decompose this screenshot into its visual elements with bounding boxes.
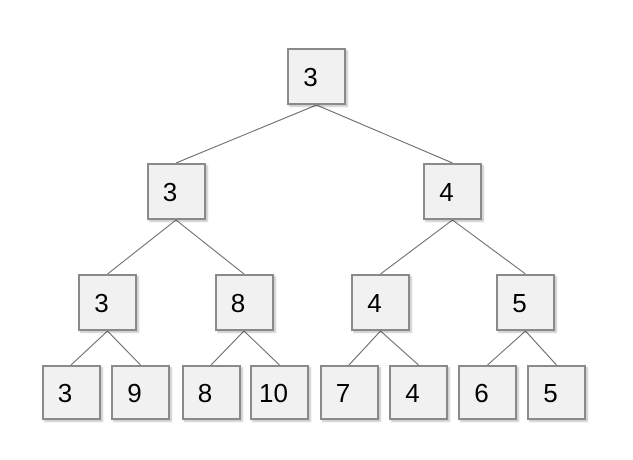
tree-node[interactable]: 5 (496, 274, 555, 331)
tree-node[interactable]: 4 (351, 274, 410, 331)
tree-edge (175, 104, 317, 164)
tree-node[interactable]: 3 (287, 48, 346, 105)
tree-node-label: 5 (543, 377, 558, 408)
tree-node[interactable]: 4 (423, 163, 482, 220)
tree-edge (380, 219, 453, 275)
tree-node[interactable]: 9 (111, 365, 170, 420)
tree-node-label: 4 (367, 287, 382, 318)
tree-node-label: 4 (405, 377, 420, 408)
tree-edge (316, 104, 453, 164)
tree-edge (175, 219, 245, 275)
tree-node[interactable]: 3 (146, 163, 206, 220)
tree-node[interactable]: 7 (319, 365, 379, 420)
tree-edge (107, 219, 177, 275)
tree-node-label: 5 (512, 287, 527, 318)
tree-edge (452, 219, 526, 275)
tree-node-label: 3 (94, 287, 109, 318)
tree-node-label: 6 (474, 377, 489, 408)
tree-edge (380, 330, 419, 366)
tree-node-label: 3 (303, 61, 318, 92)
tree-node-label: 8 (230, 287, 246, 318)
tree-node[interactable]: 8 (214, 274, 274, 331)
tree-node[interactable]: 6 (458, 365, 517, 420)
tree-node-label: 3 (57, 377, 73, 408)
tree-edge (348, 330, 381, 366)
tree-node[interactable]: 8 (181, 365, 241, 420)
tree-edge (243, 330, 280, 366)
tree-node-label: 10 (259, 377, 288, 408)
tree-node-label: 7 (335, 377, 351, 408)
tree-node[interactable]: 3 (78, 274, 137, 331)
tree-node-label: 8 (197, 377, 213, 408)
tree-edge (487, 330, 526, 366)
tree-node[interactable]: 4 (389, 365, 448, 420)
tree-node[interactable]: 3 (41, 365, 101, 420)
tree-edge (70, 330, 108, 366)
tree-edge (107, 330, 141, 366)
tree-node-label: 9 (127, 377, 142, 408)
tree-node-label: 4 (439, 176, 454, 207)
tree-edge (210, 330, 245, 366)
tree-node[interactable]: 10 (250, 365, 309, 420)
tree-node-label: 3 (162, 176, 178, 207)
tree-edge (525, 330, 557, 366)
tree-node[interactable]: 5 (527, 365, 586, 420)
